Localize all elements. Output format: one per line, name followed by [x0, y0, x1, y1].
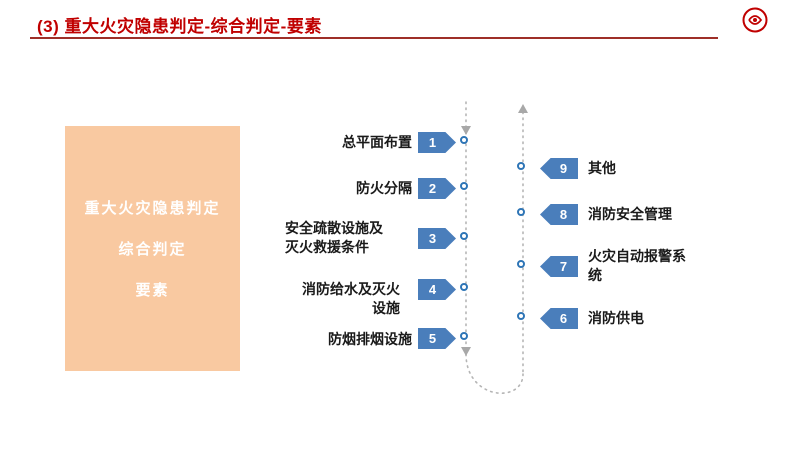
step-node-9 [517, 162, 525, 170]
step-arrow-6: 6 [540, 308, 578, 329]
title-underline [30, 37, 718, 39]
flow-connector-lines [461, 101, 528, 395]
step-arrow-3: 3 [418, 228, 456, 249]
up-arrow-icon [518, 104, 528, 113]
step-number-5: 5 [428, 331, 437, 346]
step-node-7 [517, 260, 525, 268]
step-number-3: 3 [428, 231, 437, 246]
down-arrow-icon [461, 347, 471, 356]
step-arrow-5: 5 [418, 328, 456, 349]
step-label-3: 安全疏散设施及灭火救援条件 [285, 220, 383, 255]
logo-icon [742, 7, 768, 33]
step-number-7: 7 [559, 259, 568, 274]
step-label-1: 总平面布置 [342, 134, 412, 150]
step-label-7: 火灾自动报警系统 [588, 248, 686, 283]
step-label-5: 防烟排烟设施 [328, 331, 412, 347]
step-arrow-7: 7 [540, 256, 578, 277]
summary-panel: 重大火灾隐患判定 综合判定 要素 [65, 126, 240, 371]
step-arrow-9: 9 [540, 158, 578, 179]
summary-panel-line3: 要素 [135, 282, 170, 299]
step-node-3 [460, 232, 468, 240]
step-node-5 [460, 332, 468, 340]
step-number-9: 9 [559, 161, 568, 176]
step-number-1: 1 [428, 135, 437, 150]
step-number-2: 2 [428, 181, 437, 196]
step-label-6: 消防供电 [588, 310, 644, 326]
step-label-9: 其他 [588, 160, 616, 176]
step-label-8: 消防安全管理 [588, 206, 672, 222]
step-node-1 [460, 136, 468, 144]
step-number-6: 6 [559, 311, 568, 326]
page-title: (3) 重大火灾隐患判定-综合判定-要素 [37, 17, 322, 36]
summary-panel-line1: 重大火灾隐患判定 [84, 200, 221, 217]
step-node-6 [517, 312, 525, 320]
step-arrow-1: 1 [418, 132, 456, 153]
step-number-4: 4 [428, 282, 437, 297]
step-label-2: 防火分隔 [356, 180, 412, 196]
step-label-4: 消防给水及灭火设施 [302, 281, 400, 316]
step-node-8 [517, 208, 525, 216]
step-node-4 [460, 283, 468, 291]
step-arrow-4: 4 [418, 279, 456, 300]
step-arrow-8: 8 [540, 204, 578, 225]
step-arrow-2: 2 [418, 178, 456, 199]
step-node-2 [460, 182, 468, 190]
down-arrow-icon [461, 126, 471, 135]
step-number-8: 8 [559, 207, 568, 222]
summary-panel-line2: 综合判定 [118, 241, 187, 258]
